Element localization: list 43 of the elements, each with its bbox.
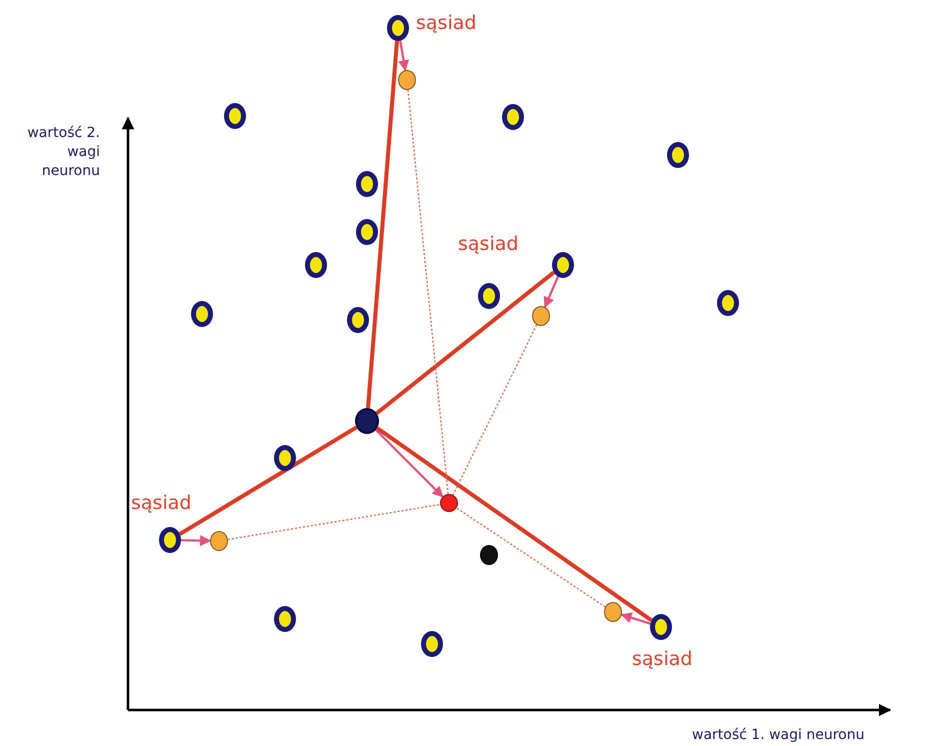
neuron-dot (421, 631, 443, 657)
neighbour-label: sąsiad (416, 12, 476, 34)
neighbour-label: sąsiad (632, 648, 692, 670)
neighbour-neuron-dot (159, 527, 181, 553)
winner-neuron-dot (355, 408, 379, 434)
moved-neuron-dot (210, 531, 228, 551)
neuron-dot (305, 252, 327, 278)
neuron-dot (224, 103, 246, 129)
arrow (180, 535, 212, 546)
neighbour-neuron-dot (552, 252, 574, 278)
dotted-line (407, 90, 449, 494)
axis-label: wartość 1. wagi neuronu (692, 726, 866, 745)
neuron-dot (502, 104, 524, 130)
neuron-dot (191, 301, 213, 327)
moved-neuron-dot (398, 70, 416, 90)
neuron-dot (274, 445, 296, 471)
input-point-dot (440, 494, 458, 512)
neighbour-label: sąsiad (131, 492, 192, 514)
neuron-dot (478, 283, 500, 309)
neighbour-neuron-dot (387, 15, 409, 41)
neuron-dot (347, 307, 369, 333)
neighbour-neuron-dot (650, 614, 672, 640)
neuron-dot (356, 219, 378, 245)
neuron-dot (717, 290, 739, 316)
arrow (544, 276, 559, 308)
arrow (398, 40, 410, 72)
axis-label: wartość 2. wagi neuronu (26, 124, 100, 181)
neuron-dot (274, 606, 296, 632)
neuron-dot (667, 142, 689, 168)
moved-neuron-dot (532, 306, 550, 326)
neighbourhood-line (375, 270, 556, 415)
neighbourhood-line (366, 40, 399, 408)
neighbourhood-line (178, 426, 358, 536)
neuron-dot (356, 171, 378, 197)
data-point-dot (480, 545, 498, 565)
dotted-line (452, 324, 538, 496)
dotted-line (456, 508, 606, 608)
neighbourhood-line (376, 426, 653, 622)
moved-neuron-dot (604, 602, 622, 622)
neighbour-label: sąsiad (458, 233, 518, 255)
arrow (620, 612, 651, 625)
dotted-line (228, 504, 440, 540)
arrow (375, 429, 444, 498)
